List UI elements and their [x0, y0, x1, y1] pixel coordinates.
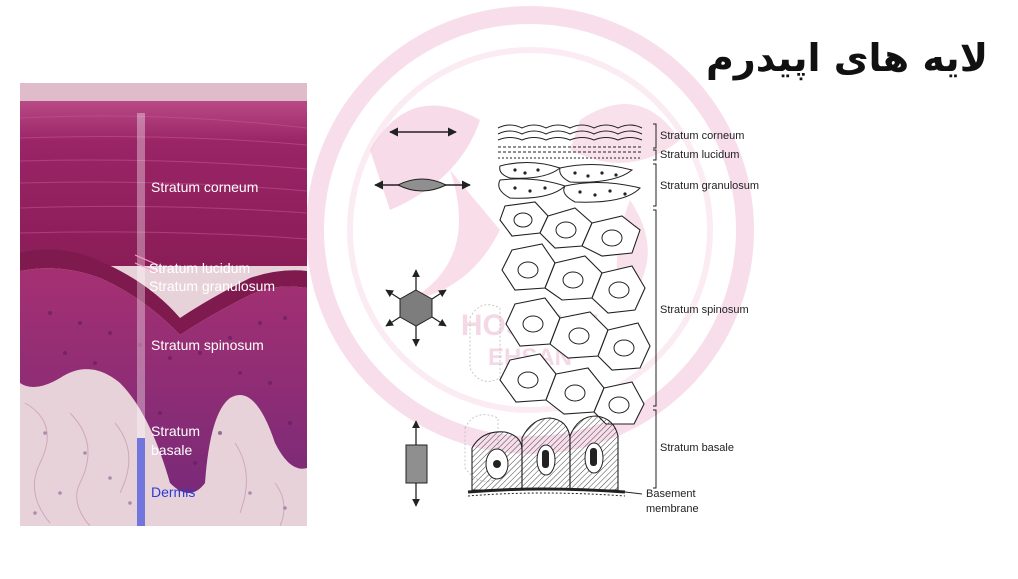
- diagram-label-granulosum: Stratum granulosum: [660, 180, 760, 192]
- diagram-label-corneum: Stratum corneum: [660, 130, 745, 142]
- histology-label-spinosum: Stratum spinosum: [151, 337, 264, 353]
- polygonal-cell-icon: [385, 269, 447, 347]
- diagram-label-basement-line1: Basement: [646, 488, 696, 500]
- diagram-label-basale: Stratum basale: [660, 442, 734, 454]
- columnar-cell-icon: [405, 420, 428, 507]
- histology-label-basale-line2: basale: [151, 442, 193, 458]
- histology-label-corneum: Stratum corneum: [151, 179, 259, 195]
- histology-label-granulosum: Stratum granulosum: [149, 278, 276, 294]
- slide-title: لایه های اپیدرم: [706, 36, 988, 80]
- histology-photo: Stratum corneum Stratum lucidum Stratum …: [20, 83, 307, 526]
- lens-cell-icon: [374, 178, 471, 192]
- epidermis-diagram: Stratum corneum Stratum lucidum Stratum …: [370, 118, 790, 528]
- histology-label-basale-line1: Stratum: [151, 423, 201, 439]
- histology-label-dermis: Dermis: [151, 484, 196, 500]
- diagram-label-lucidum: Stratum lucidum: [660, 149, 740, 161]
- histology-label-lucidum: Stratum lucidum: [149, 260, 251, 276]
- diagram-label-spinosum: Stratum spinosum: [660, 304, 749, 316]
- diagram-label-basement-line2: membrane: [646, 503, 699, 515]
